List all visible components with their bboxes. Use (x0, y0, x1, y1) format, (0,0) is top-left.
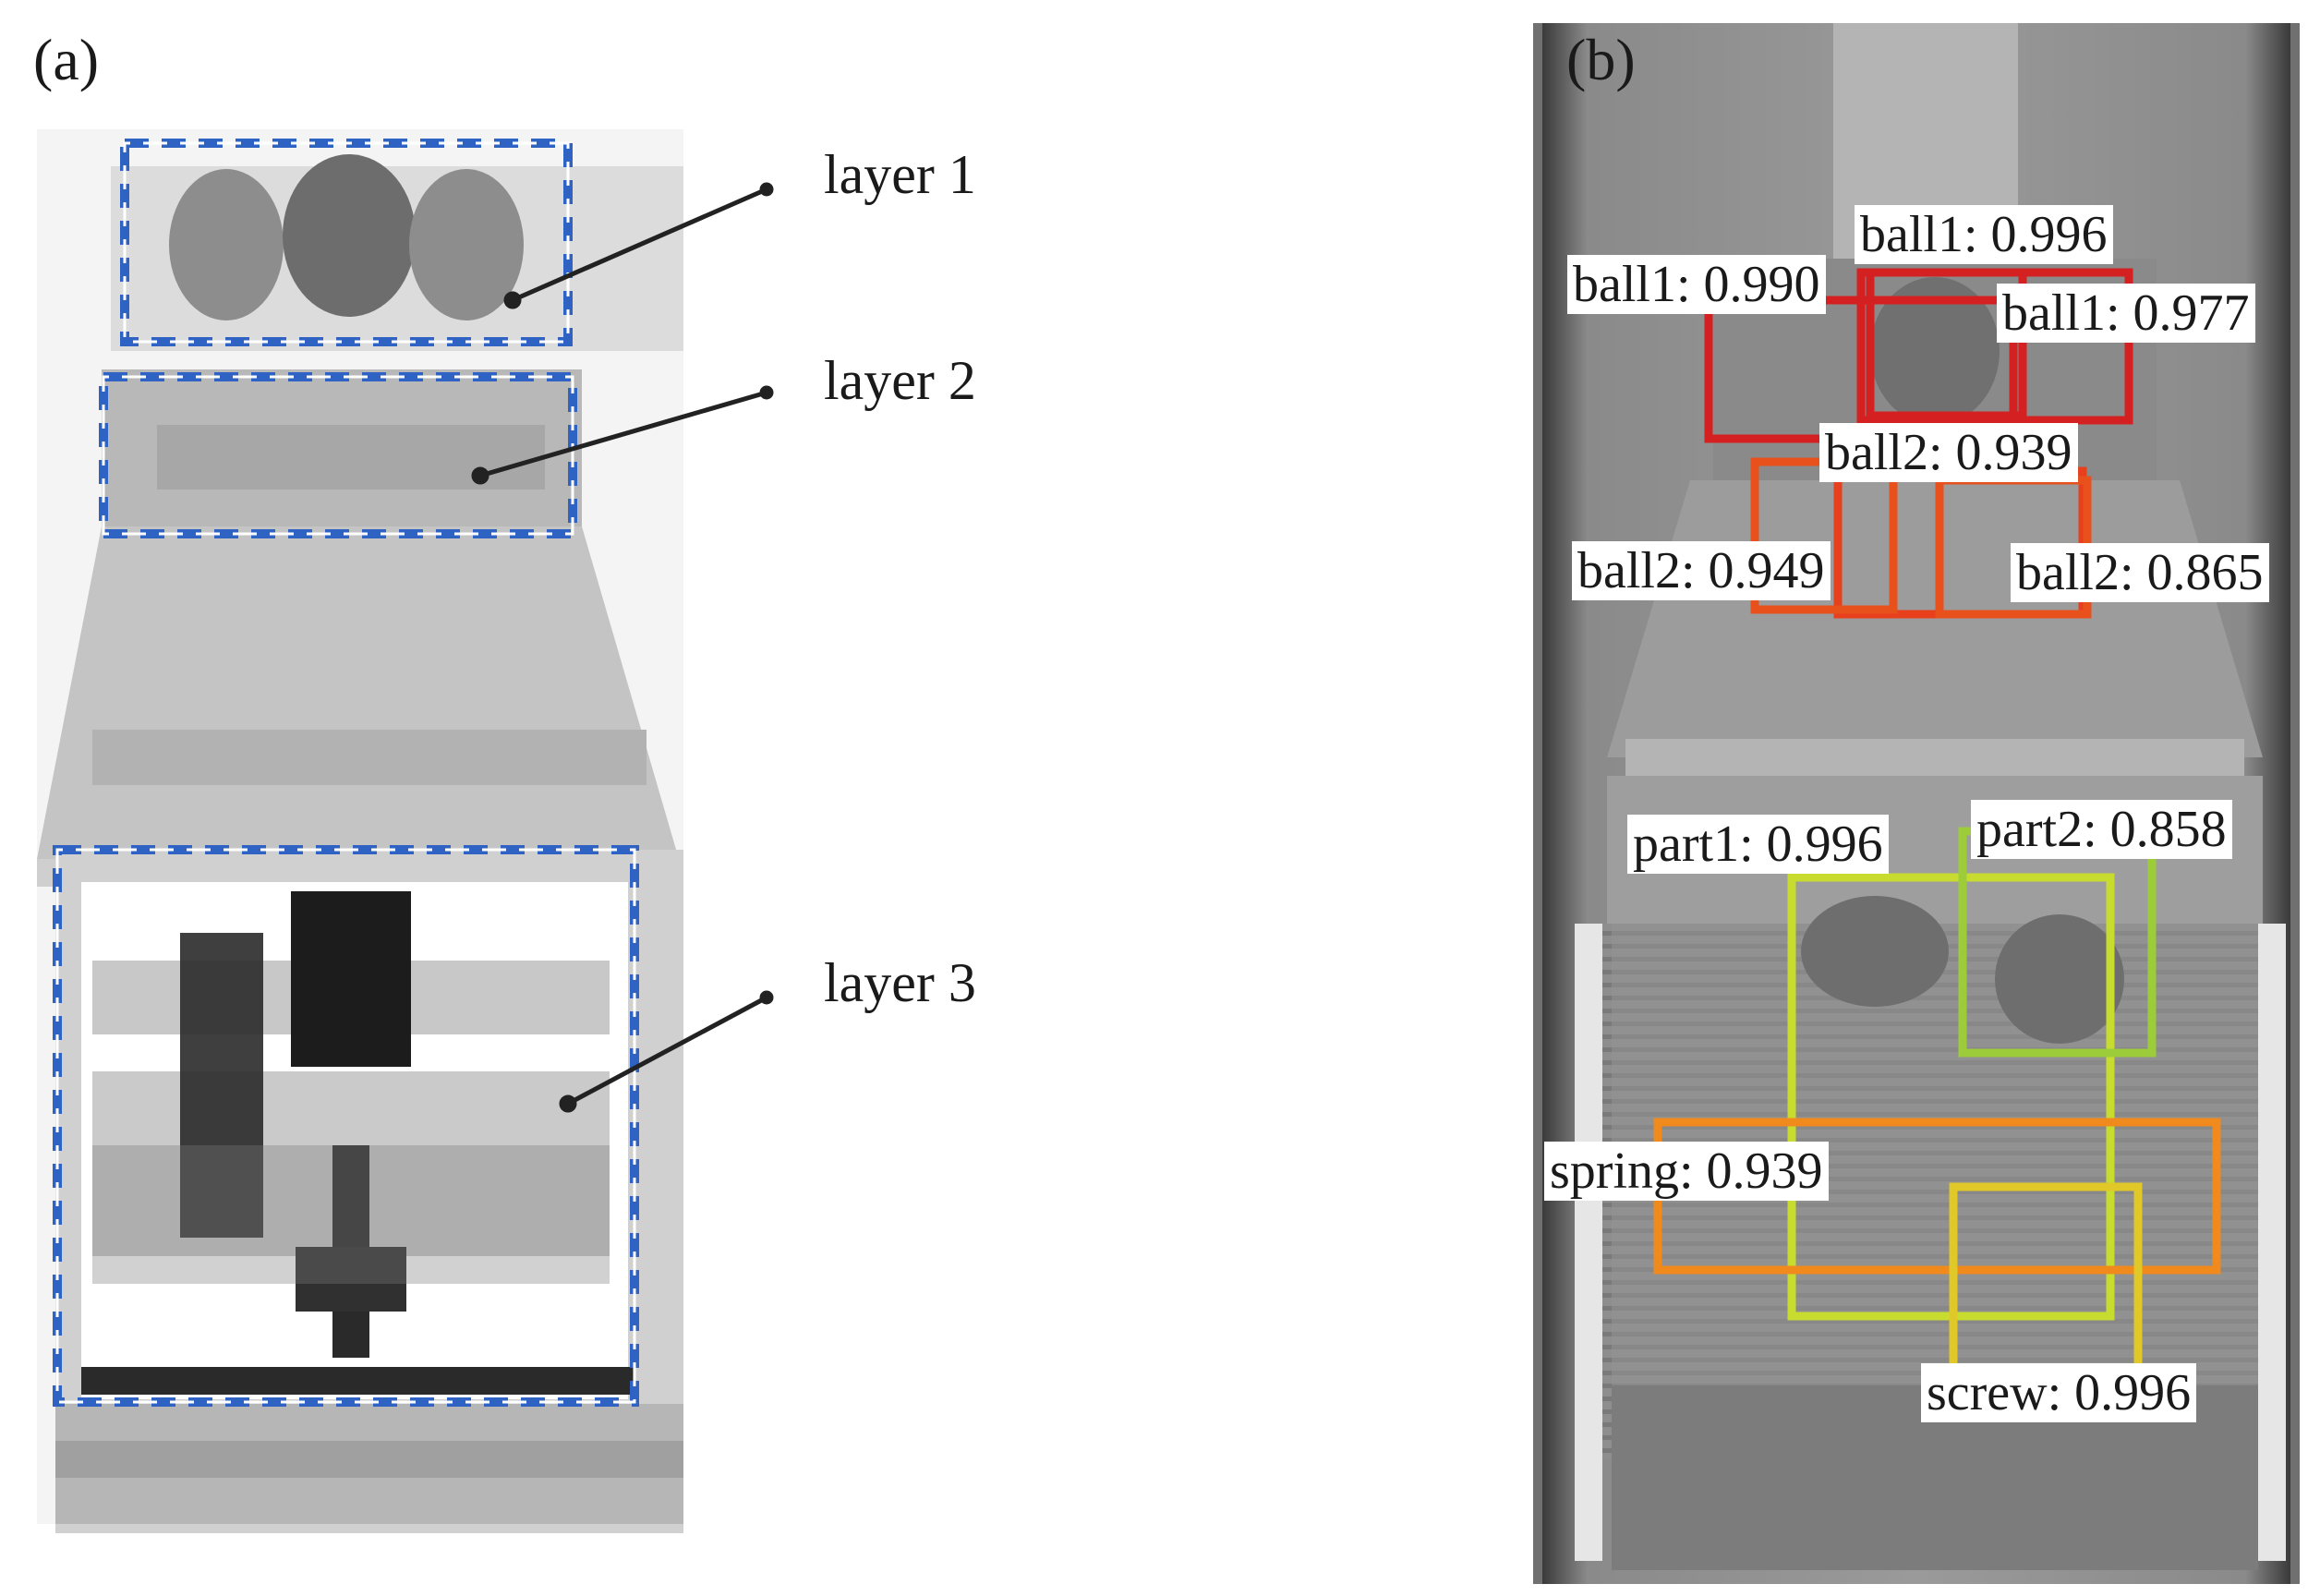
det-label-ball1-996: ball1: 0.996 (1855, 205, 2113, 264)
det-label-screw: screw: 0.996 (1921, 1363, 2197, 1422)
panel-b-tag: (b) (1566, 27, 1636, 92)
det-label-ball2-865: ball2: 0.865 (2011, 543, 2269, 602)
det-label-ball1-990: ball1: 0.990 (1567, 255, 1826, 314)
layer-2-label: layer 2 (824, 350, 976, 411)
det-box-ball1-977 (1856, 268, 2133, 425)
panel-a-image (37, 129, 683, 1533)
panel-a-tag: (a) (33, 27, 100, 92)
det-label-spring: spring: 0.939 (1544, 1142, 1829, 1201)
layer-3-label: layer 3 (824, 952, 976, 1013)
leader-lines (471, 182, 774, 1113)
det-label-part1: part1: 0.996 (1627, 815, 1889, 874)
det-label-part2: part2: 0.858 (1971, 800, 2232, 859)
layer-1-label: layer 1 (824, 144, 976, 205)
det-label-ball1-977: ball1: 0.977 (1997, 284, 2255, 343)
det-label-ball2-949: ball2: 0.949 (1572, 541, 1831, 600)
det-label-ball2-939: ball2: 0.939 (1819, 423, 2078, 482)
layer-2-box (99, 372, 577, 538)
